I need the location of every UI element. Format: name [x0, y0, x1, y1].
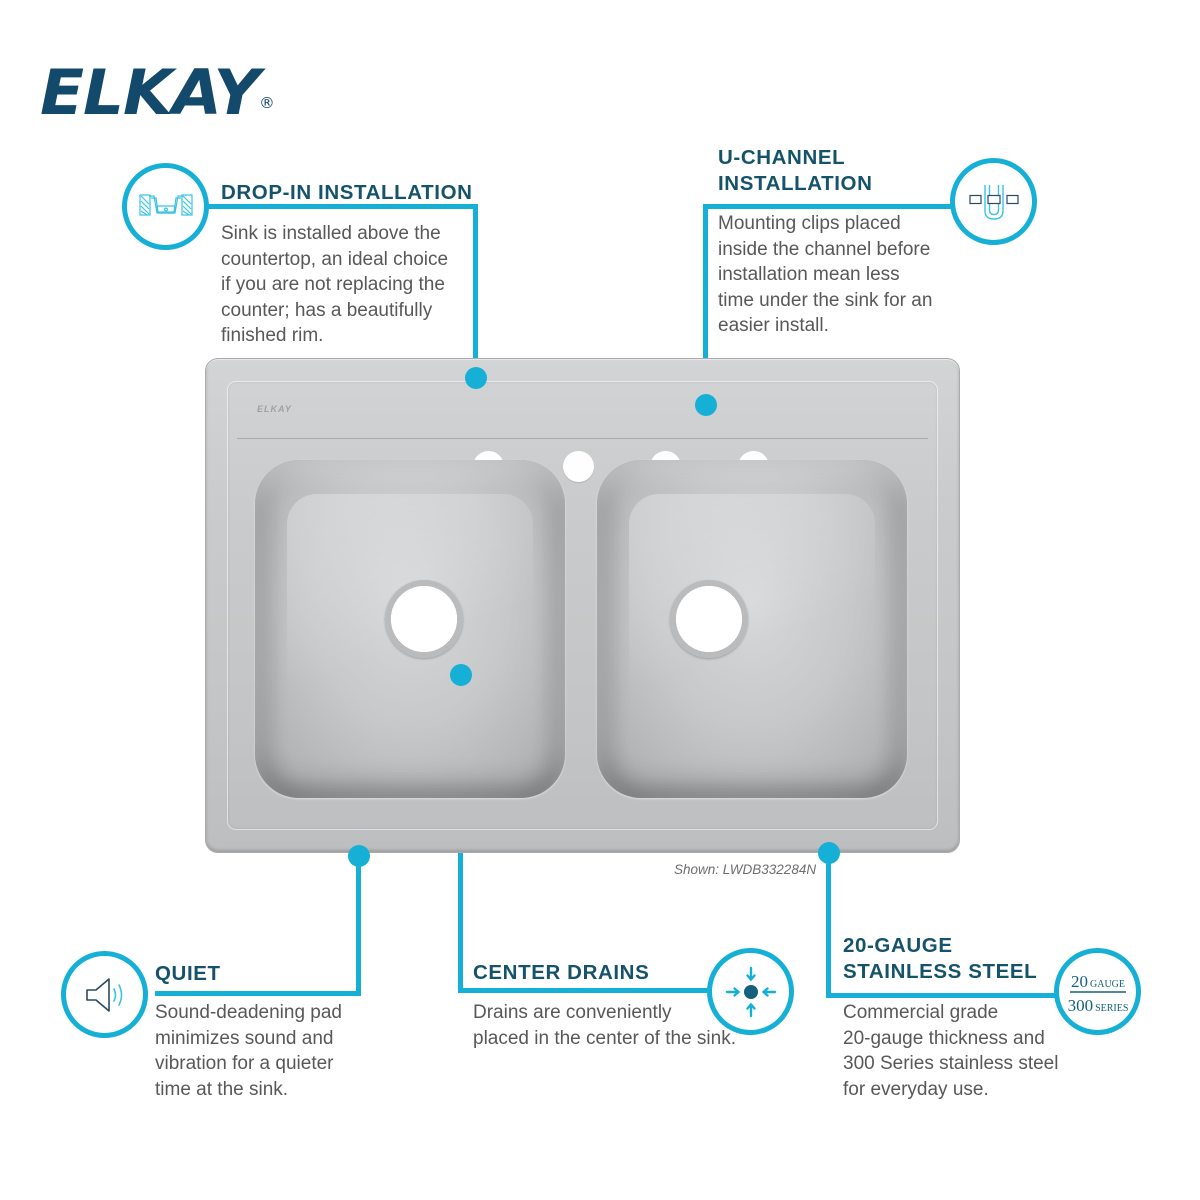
elkay-logo-text: ELKAY [40, 56, 260, 129]
sink-drain-right [670, 580, 748, 658]
feature-title-20-gauge: 20-GAUGE STAINLESS STEEL [843, 934, 1038, 983]
u-channel-clip-icon [968, 184, 1019, 220]
connector-drop-in-horizontal [208, 204, 478, 209]
connector-dot-drop-in [465, 367, 487, 389]
feature-title-drop-in: DROP-IN INSTALLATION [221, 181, 473, 204]
drop-in-sink-cross-section-icon [138, 193, 193, 216]
connector-dot-u-channel [695, 394, 717, 416]
icon-quiet [61, 951, 148, 1038]
feature-body-20-gauge: Commercial grade 20-gauge thickness and … [843, 1002, 1059, 1100]
connector-dot-center-drains [450, 664, 472, 686]
connector-dot-20-gauge [818, 842, 840, 864]
feature-body-center-drains: Drains are conveniently placed in the ce… [473, 1002, 736, 1049]
faucet-hole [563, 451, 594, 482]
icon-drop-in-installation [122, 163, 209, 250]
connector-quiet-horizontal [155, 991, 361, 996]
elkay-logo: ELKAY® [40, 62, 275, 124]
sink-brand-stamp: ELKAY [257, 404, 292, 414]
sink-bowl-right [597, 460, 907, 798]
feature-body-drop-in: Sink is installed above the countertop, … [221, 223, 449, 346]
connector-center-drains-horizontal [458, 988, 711, 993]
icon-u-channel-installation [950, 158, 1037, 245]
feature-body-quiet: Sound-deadening pad minimizes sound and … [155, 1002, 343, 1100]
feature-title-quiet: QUIET [155, 962, 221, 985]
speaker-sound-icon [85, 977, 122, 1012]
connector-quiet-vertical [356, 856, 361, 996]
icon-center-drains [707, 948, 794, 1035]
sink-drain-left [385, 580, 463, 658]
center-arrows-drain-icon [725, 966, 776, 1017]
connector-20-gauge-vertical [826, 853, 831, 998]
connector-drop-in-vertical [473, 204, 478, 379]
sink-inner-rim [227, 381, 938, 830]
registered-trademark-symbol: ® [259, 94, 275, 112]
connector-dot-quiet [348, 845, 370, 867]
sink-deck-seam [237, 438, 928, 439]
sink-product-image: ELKAY [205, 358, 960, 853]
feature-body-u-channel: Mounting clips placed inside the channel… [718, 213, 933, 336]
connector-u-channel-vertical [703, 204, 708, 404]
connector-20-gauge-horizontal [826, 993, 1056, 998]
feature-title-u-channel: U-CHANNEL INSTALLATION [718, 146, 873, 195]
product-caption: Shown: LWDB332284N [674, 862, 817, 877]
feature-title-center-drains: CENTER DRAINS [473, 961, 650, 984]
connector-u-channel-horizontal [703, 204, 956, 209]
